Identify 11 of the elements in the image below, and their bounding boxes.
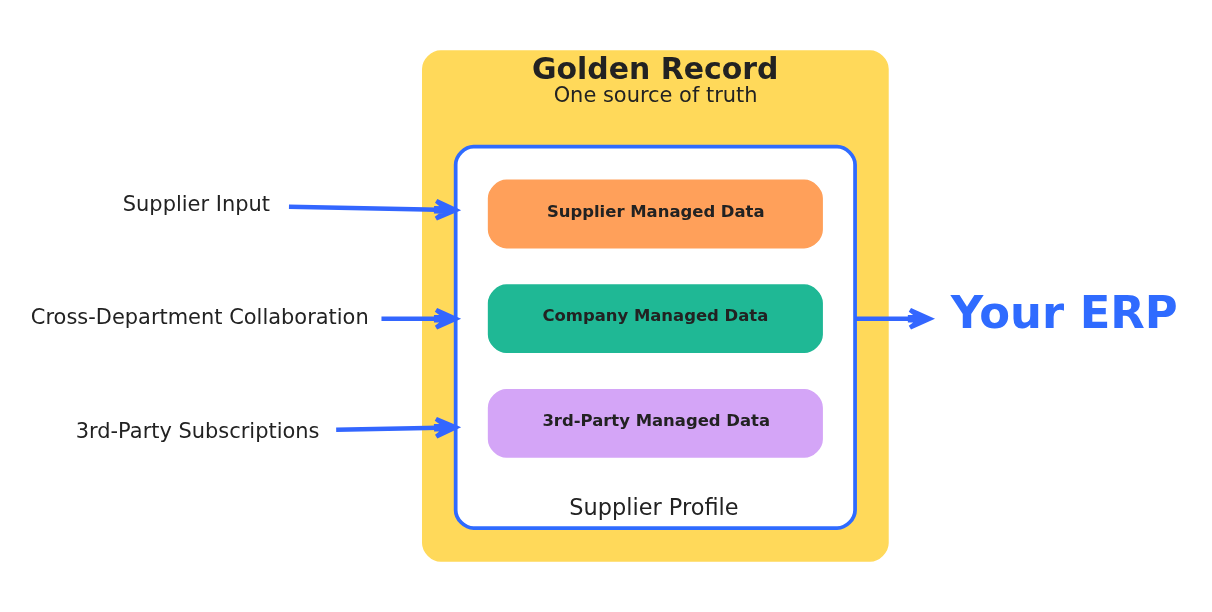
node-box: 3rd-Party Managed Data <box>487 389 823 458</box>
arrow <box>336 416 458 439</box>
node-text: 3rd-Party Subscriptions <box>75 418 320 443</box>
node-box: Supplier Managed Data <box>487 179 823 249</box>
arrow <box>855 307 932 330</box>
node-text: Cross-Department Collaboration <box>30 305 369 330</box>
arrow <box>381 307 458 330</box>
node-text: Supplier Input <box>122 191 270 216</box>
node-box: Company Managed Data <box>487 284 823 354</box>
node-text: Your ERP <box>950 286 1178 340</box>
arrow <box>288 198 458 221</box>
